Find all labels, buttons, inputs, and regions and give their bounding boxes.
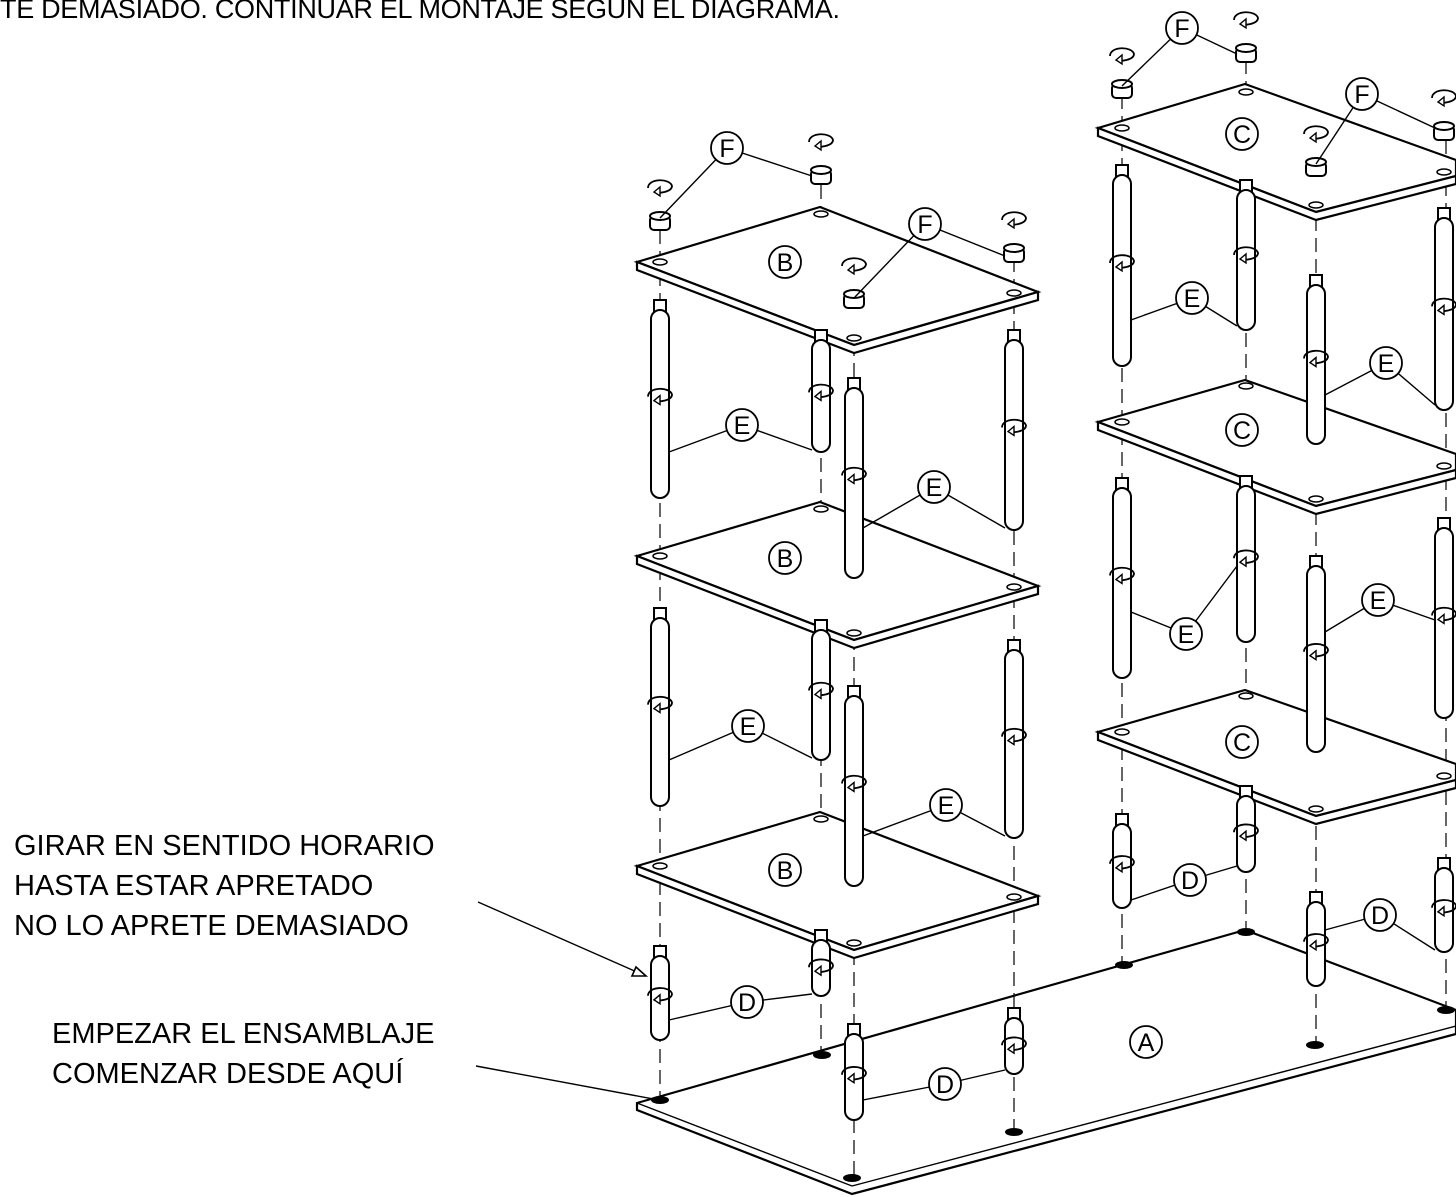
- part-label-text: F: [1174, 15, 1189, 43]
- start-note: EMPEZAR EL ENSAMBLAJE COMENZAR DESDE AQU…: [52, 1014, 434, 1094]
- part-label-text: D: [1181, 867, 1199, 895]
- part-label-long_post: E: [1324, 583, 1436, 633]
- part-label-shelf_left: B: [768, 853, 802, 887]
- post: [1109, 813, 1135, 909]
- post: [1303, 274, 1329, 445]
- post: [808, 619, 834, 761]
- part-label-text: E: [1378, 350, 1395, 378]
- part-label-text: E: [938, 792, 955, 820]
- part-label-cap: F: [659, 131, 813, 219]
- part-label-text: F: [1354, 81, 1369, 109]
- part-label-text: E: [1370, 587, 1387, 615]
- part-label-text: A: [1138, 1029, 1155, 1057]
- part-label-text: E: [926, 474, 943, 502]
- post: [808, 929, 834, 997]
- posts: [647, 164, 1456, 1121]
- part-label-text: F: [917, 211, 932, 239]
- part-label-long_post: E: [1130, 281, 1238, 327]
- post: [1109, 477, 1135, 679]
- post: [647, 607, 673, 807]
- turn-note-line-3: NO LO APRETE DEMASIADO: [14, 910, 409, 942]
- part-label-base: A: [1129, 1025, 1163, 1059]
- post: [841, 377, 867, 579]
- cap: [1001, 211, 1027, 263]
- part-label-shelf_left: B: [768, 245, 802, 279]
- turn-arrow-icon: [647, 179, 673, 197]
- part-label-long_post: E: [862, 470, 1006, 529]
- post: [647, 945, 673, 1041]
- part-label-text: C: [1233, 121, 1251, 149]
- post: [841, 685, 867, 887]
- part-label-text: F: [719, 135, 734, 163]
- post: [1431, 207, 1456, 411]
- turn-note: GIRAR EN SENTIDO HORARIO HASTA ESTAR APR…: [14, 826, 435, 946]
- part-label-shelf_right: C: [1225, 725, 1259, 759]
- turn-arrow-icon: [1001, 211, 1027, 229]
- part-label-long_post: E: [668, 408, 813, 453]
- post: [1431, 517, 1456, 719]
- part-label-text: D: [738, 989, 756, 1017]
- turn-note-line-1: GIRAR EN SENTIDO HORARIO: [14, 830, 435, 862]
- post: [1109, 164, 1135, 367]
- part-label-text: B: [777, 545, 794, 573]
- part-label-long_post: E: [862, 788, 1006, 837]
- cap: [808, 133, 834, 185]
- part-label-text: C: [1233, 729, 1251, 757]
- part-labels: A B B B C C C D D D D E E E E E E E E F F F F: [659, 11, 1436, 1101]
- part-label-long_post: E: [668, 709, 813, 761]
- part-label-text: E: [1184, 285, 1201, 313]
- part-label-text: D: [1371, 902, 1389, 930]
- turn-arrow-icon: [808, 133, 834, 151]
- base-panel: [635, 928, 1456, 1196]
- turn-note-line-2: HASTA ESTAR APRETADO: [14, 870, 374, 902]
- part-label-text: B: [777, 249, 794, 277]
- part-label-text: E: [734, 412, 751, 440]
- post: [1233, 179, 1259, 331]
- part-label-short_post: D: [668, 985, 813, 1021]
- post: [1001, 639, 1027, 839]
- part-label-short_post: D: [1130, 863, 1238, 901]
- post: [1431, 857, 1456, 953]
- part-label-short_post: D: [862, 1067, 1006, 1101]
- cap: [1109, 47, 1135, 99]
- part-label-shelf_left: B: [768, 541, 802, 575]
- part-label-short_post: D: [1324, 898, 1436, 951]
- post: [1303, 555, 1329, 753]
- turn-arrow-icon: [1233, 11, 1259, 29]
- turn-arrow-icon: [1431, 89, 1456, 107]
- post: [1001, 1007, 1027, 1075]
- caps: [647, 11, 1456, 309]
- part-label-cap: F: [1121, 11, 1238, 87]
- instruction-top-line: TE DEMASIADO. CONTINUAR EL MONTAJE SEGÚN…: [0, 0, 840, 24]
- part-label-text: E: [1178, 621, 1195, 649]
- cap: [1303, 125, 1329, 177]
- post: [647, 299, 673, 499]
- part-label-text: B: [777, 857, 794, 885]
- turn-arrow-icon: [1109, 47, 1135, 65]
- part-label-shelf_right: C: [1225, 413, 1259, 447]
- part-label-cap: F: [853, 207, 1006, 299]
- start-note-line-2: COMENZAR DESDE AQUÍ: [52, 1058, 404, 1090]
- part-label-text: E: [740, 713, 757, 741]
- part-label-text: D: [936, 1071, 954, 1099]
- part-label-shelf_right: C: [1225, 117, 1259, 151]
- left-shelves: [633, 205, 1042, 960]
- cap: [647, 179, 673, 231]
- part-label-long_post: E: [1130, 565, 1238, 651]
- part-label-cap: F: [1315, 77, 1436, 165]
- cap: [1233, 11, 1259, 63]
- post: [808, 329, 834, 453]
- post: [1233, 785, 1259, 873]
- post: [1303, 891, 1329, 987]
- post: [841, 1023, 867, 1121]
- right-shelves: [1094, 82, 1456, 826]
- cap: [1431, 89, 1456, 141]
- part-label-long_post: E: [1324, 346, 1436, 406]
- post: [1001, 329, 1027, 531]
- part-label-text: C: [1233, 417, 1251, 445]
- note-leaders: [475, 901, 723, 1115]
- post: [1233, 475, 1259, 643]
- start-note-line-1: EMPEZAR EL ENSAMBLAJE: [52, 1018, 435, 1050]
